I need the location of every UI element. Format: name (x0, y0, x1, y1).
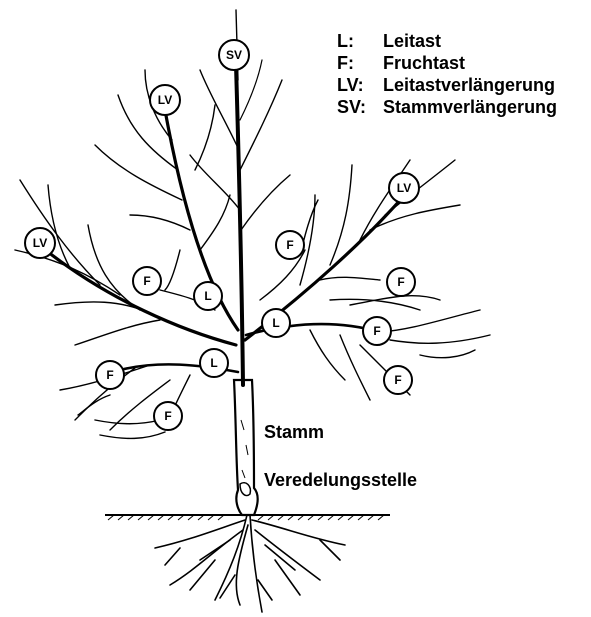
badge-f-bottom-left: F (154, 402, 182, 430)
legend-key-lv: LV: (337, 75, 364, 95)
svg-text:LV: LV (158, 93, 172, 107)
svg-text:SV: SV (226, 48, 242, 62)
badge-f-right: F (387, 268, 415, 296)
trunk (234, 380, 258, 515)
trunk-label: Stamm (264, 422, 324, 442)
legend-value-leitastverlaengerung: Leitastverlängerung (383, 75, 555, 95)
svg-text:F: F (106, 368, 113, 382)
badge-f-right-middle: F (363, 317, 391, 345)
legend-key-sv: SV: (337, 97, 366, 117)
badge-f-upper-right: F (276, 231, 304, 259)
svg-text:LV: LV (397, 181, 411, 195)
badge-lv-left: LV (25, 228, 55, 258)
badge-lv-upper-left: LV (150, 85, 180, 115)
badge-l-right: L (262, 309, 290, 337)
badge-f-lower-left: F (96, 361, 124, 389)
legend-value-fruchtast: Fruchtast (383, 53, 465, 73)
svg-text:LV: LV (33, 236, 47, 250)
svg-text:F: F (397, 275, 404, 289)
badge-l-lower-left: L (200, 349, 228, 377)
svg-text:L: L (204, 289, 211, 303)
legend-value-leitast: Leitast (383, 31, 441, 51)
svg-text:F: F (394, 373, 401, 387)
badge-l-upper-left: L (194, 282, 222, 310)
scaffold-branches (48, 110, 402, 372)
legend-key-l: L: (337, 31, 354, 51)
svg-text:L: L (272, 316, 279, 330)
legend-key-f: F: (337, 53, 354, 73)
badge-f-left: F (133, 267, 161, 295)
svg-text:F: F (143, 274, 150, 288)
legend-value-stammverlaengerung: Stammverlängerung (383, 97, 557, 117)
roots (155, 515, 345, 612)
badge-lv-right: LV (389, 173, 419, 203)
svg-text:F: F (164, 409, 171, 423)
badge-sv: SV (219, 40, 249, 70)
graft-union-label: Veredelungsstelle (264, 470, 417, 490)
svg-text:F: F (373, 324, 380, 338)
svg-text:L: L (210, 356, 217, 370)
badge-f-right-lower: F (384, 366, 412, 394)
svg-text:F: F (286, 238, 293, 252)
legend: L: Leitast F: Fruchtast LV: Leitastverlä… (337, 31, 557, 117)
